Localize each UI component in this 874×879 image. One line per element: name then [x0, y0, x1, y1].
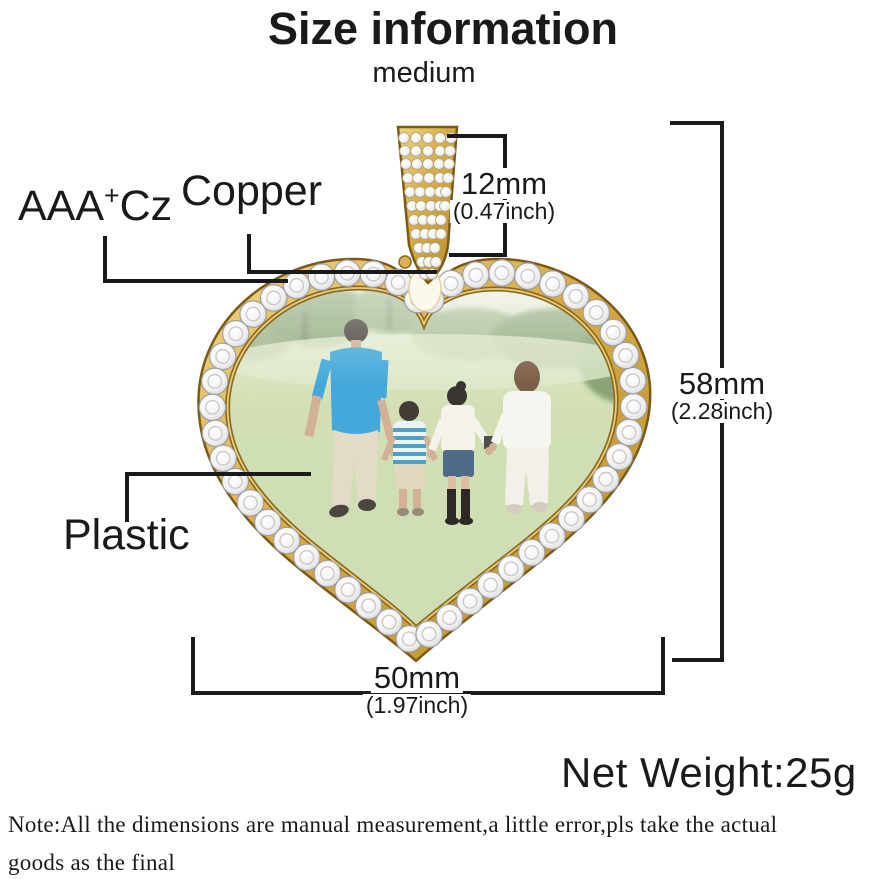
cz-stones	[198, 259, 648, 653]
leader-line-metal	[247, 234, 437, 274]
photo-boy	[381, 401, 438, 516]
bail-size-inch: (0.47inch)	[449, 200, 559, 223]
material-label-metal: Copper	[181, 167, 323, 215]
page-title: Size information	[267, 3, 619, 54]
measurement-width: 50mm (1.97inch)	[362, 662, 472, 717]
height-size-value: 58mm	[675, 368, 769, 399]
note-line-1: Note:All the dimensions are manual measu…	[8, 812, 778, 837]
photo-girl	[427, 381, 493, 525]
leader-line-stones	[103, 236, 288, 283]
leader-line-cover	[125, 472, 311, 522]
bail-hinge	[398, 255, 412, 269]
width-size-value: 50mm	[370, 662, 464, 693]
bracket-width	[191, 637, 665, 695]
bail-size-value: 12mm	[457, 168, 551, 199]
size-label: medium	[372, 57, 476, 89]
stones-label-prefix: AAA	[18, 182, 105, 230]
measurement-bail: 12mm (0.47inch)	[449, 168, 559, 223]
note-line-2: goods as the final	[8, 850, 176, 875]
measurement-height: 58mm (2.28inch)	[667, 368, 777, 423]
stones-label-sup: +	[104, 180, 120, 211]
height-size-inch: (2.28inch)	[667, 400, 777, 423]
stones-label-suffix: Cz	[119, 182, 173, 230]
bail-stones	[398, 132, 457, 280]
pendant-bail	[396, 125, 459, 285]
note-text: Note:All the dimensions are manual measu…	[8, 806, 777, 879]
material-label-cover: Plastic	[63, 511, 190, 559]
material-label-stones: AAA+Cz	[18, 182, 172, 231]
net-weight: Net Weight:25g	[561, 749, 857, 796]
width-size-inch: (1.97inch)	[362, 694, 472, 717]
